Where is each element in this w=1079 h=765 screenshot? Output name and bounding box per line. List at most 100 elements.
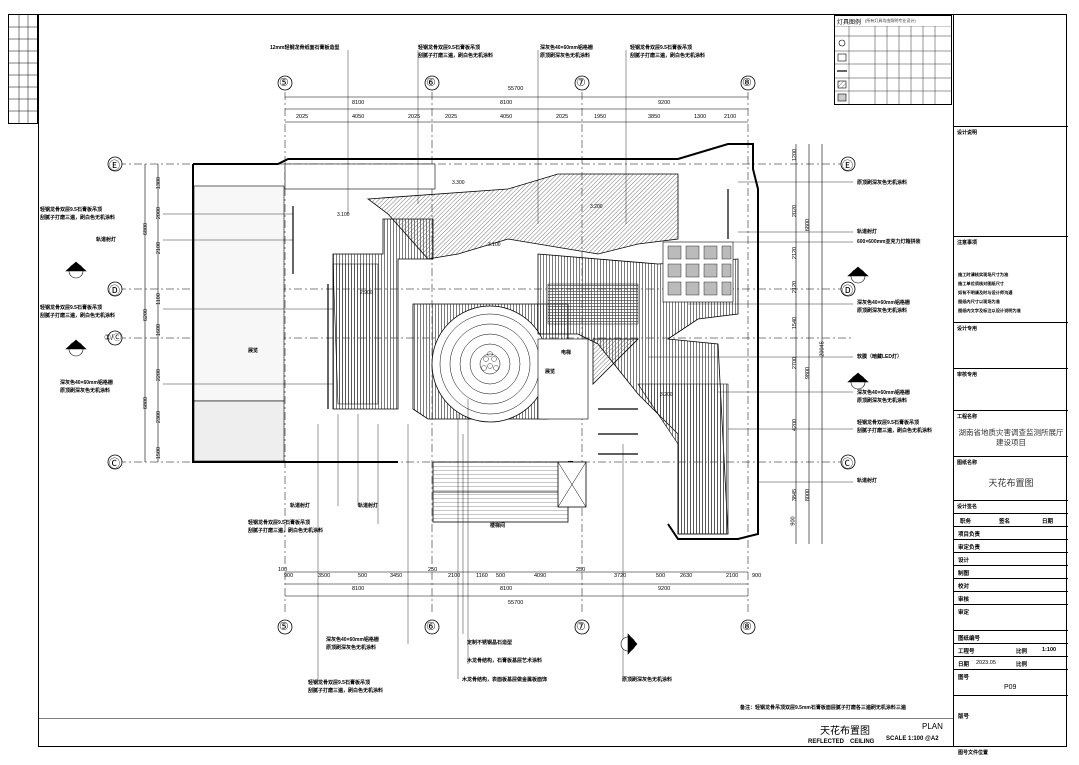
note-left-2: 轨道射灯 [96,237,117,243]
tb-date-label: 日期 [958,662,970,668]
note-left-3: 轻钢龙骨双层9.5石膏板吊顶 [40,305,102,311]
tb-sign-header: 设计签名 [954,500,1068,513]
note-right-8: 轨道射灯 [857,478,878,484]
dim-bot-total: 55700 [508,600,524,606]
dim-bot-sub-13: 500 [656,573,666,579]
dim-left-7: 2300 [156,410,163,424]
tb-sheet-value: P09 [1004,684,1017,691]
tb-design-notes: 设计说明 [954,126,1068,139]
note-right-7b: 刮腻子打磨三遍，刷白色无机涂料 [857,428,933,434]
elev-label-6: 3.200 [660,392,673,398]
note-bot-9b: 刮腻子打磨三遍，刷白色无机涂料 [308,688,384,694]
note-top-4b: 刮腻子打磨三遍，刷白色无机涂料 [630,53,706,59]
dim-left-5: 1600 [156,323,163,337]
tb-role-row-1: 项目负责 [954,526,1068,539]
legend-title: 灯具图例 [837,20,862,26]
note-bot-3b: 刮腻子打磨三遍，刷白色无机涂料 [248,528,324,534]
tb-drawing-header: 图纸名称 [954,456,1068,469]
revision-strip [8,14,38,124]
grid-bottom-8: ⑧ [742,621,752,633]
dim-bot-sub-6: 250 [428,567,438,573]
dim-bot-span-3: 9200 [658,586,671,592]
revision-strip-grid [9,15,37,123]
dim-left-3: 2100 [156,241,163,255]
dim-right-span-3: 8000 [805,488,812,502]
ceiling-plan-drawing [38,50,953,719]
note-right-2: 轨道射灯 [857,229,878,235]
tb-project-label: 工程名称 [957,414,978,420]
dim-right-total: 20045 [819,341,826,357]
tb-role-row-5: 校对 [954,578,1068,591]
tb-date-row: 日期 2023.05 比例 [954,656,1068,669]
tb-project-no-label: 工程号 [958,649,975,655]
lift-label: 电梯 [561,350,572,356]
lightbox-grid [662,241,734,303]
tb-project-header: 工程名称 [954,410,1068,423]
tb-sign-label: 设计签名 [957,504,978,510]
dim-bot-sub-3: 3500 [318,573,331,579]
stair-label: 楼梯间 [490,523,506,529]
plan-scale: SCALE 1:100 @A2 [886,736,939,742]
note-bot-1: 轨道射灯 [290,503,311,509]
dim-left-span-3: 6800 [143,396,150,410]
tb-role-row-6: 审核 [954,591,1068,604]
note-bot-9: 轻钢龙骨双层9.5石膏板吊顶 [308,680,370,686]
dim-right-8: 3845 [792,488,799,502]
tb-col-name: 签名 [999,519,1011,525]
legend-subtitle: (所有灯具均由照明专业设计) [865,18,916,23]
note-right-4: 深灰色40×60mm铝格栅 [857,300,910,306]
grid-right-D: Ⓓ [842,285,853,297]
tb-role-1: 项目负责 [958,532,981,538]
grid-top-8: ⑧ [742,77,752,89]
note-top-3b: 原顶刷深灰色无机涂料 [540,53,591,59]
dim-bot-sub-15: 2100 [726,573,739,579]
tb-role-row-7: 审定 [954,604,1068,617]
note-bot-5: 定制不锈钢晶石造型 [467,640,513,646]
note-top-2b: 刮腻子打磨三遍，刷白色无机涂料 [418,53,494,59]
tb-notes-label: 注意事项 [957,240,978,246]
dim-top-sub-8: 3850 [648,114,661,120]
dim-bot-sub-4: 500 [358,573,368,579]
grid-top-6: ⑥ [426,77,436,89]
tb-note-3: 如有不明请及时与设计师沟通 [958,290,1013,295]
note-left-4: 深灰色40×60mm铝格栅 [60,380,113,386]
tb-note-5: 图纸内文字及标注以设计说明为准 [958,308,1021,313]
plan-title-en: PLAN [922,722,943,731]
elev-label-3: 3.300 [452,180,465,186]
tb-scale-label: 比例 [1016,649,1028,655]
dim-right-span-2: 9800 [805,366,812,380]
dim-right-4: 2120 [792,280,799,294]
note-right-4b: 原顶刷深灰色无机涂料 [857,308,908,314]
dim-left-4: 1100 [155,293,162,305]
tb-role-2: 审定负责 [958,545,981,551]
drawing-frame [38,14,1067,747]
room-label-1: 展览 [248,348,259,354]
note-left-1b: 刮腻子打磨三遍，刷白色无机涂料 [40,215,116,221]
tb-approval-label: 审核专用 [957,372,978,378]
tb-sign-cols: 职务 签名 日期 [954,513,1068,526]
dim-bot-sub-1: 100 [278,567,288,573]
dim-right-5: 1540 [792,316,799,330]
dim-top-total: 55700 [508,86,524,92]
dim-top-sub-2: 4050 [352,114,365,120]
dim-bot-sub-2: 900 [284,573,294,579]
note-right-1: 原顶刷深灰色无机涂料 [857,180,908,186]
dim-bot-sub-9: 500 [496,573,506,579]
tb-drawing-no-label: 图纸编号 [958,636,981,642]
lighting-legend: 灯具图例 (所有灯具均由照明专业设计) [834,15,952,105]
dim-left-8: 1500 [156,446,163,460]
tb-role-row-4: 制图 [954,565,1068,578]
plan-subtitle-en: REFLECTED CEILING [808,739,875,745]
legend-grid [835,26,951,104]
dim-top-sub-10: 2100 [724,114,737,120]
dim-right-9: 900 [790,516,797,526]
elev-label-2: 3.200 [590,204,603,210]
tb-seal: 设计专用 [954,322,1068,335]
dim-right-span-1: 6800 [805,218,812,232]
tb-role-5: 校对 [958,584,970,590]
tb-role-3: 设计 [958,558,970,564]
tb-drawing-name: 天花布置图 [988,478,1034,488]
note-left-1: 轻钢龙骨双层9.5石膏板吊顶 [40,207,102,213]
dim-bot-span-2: 8100 [500,586,513,592]
